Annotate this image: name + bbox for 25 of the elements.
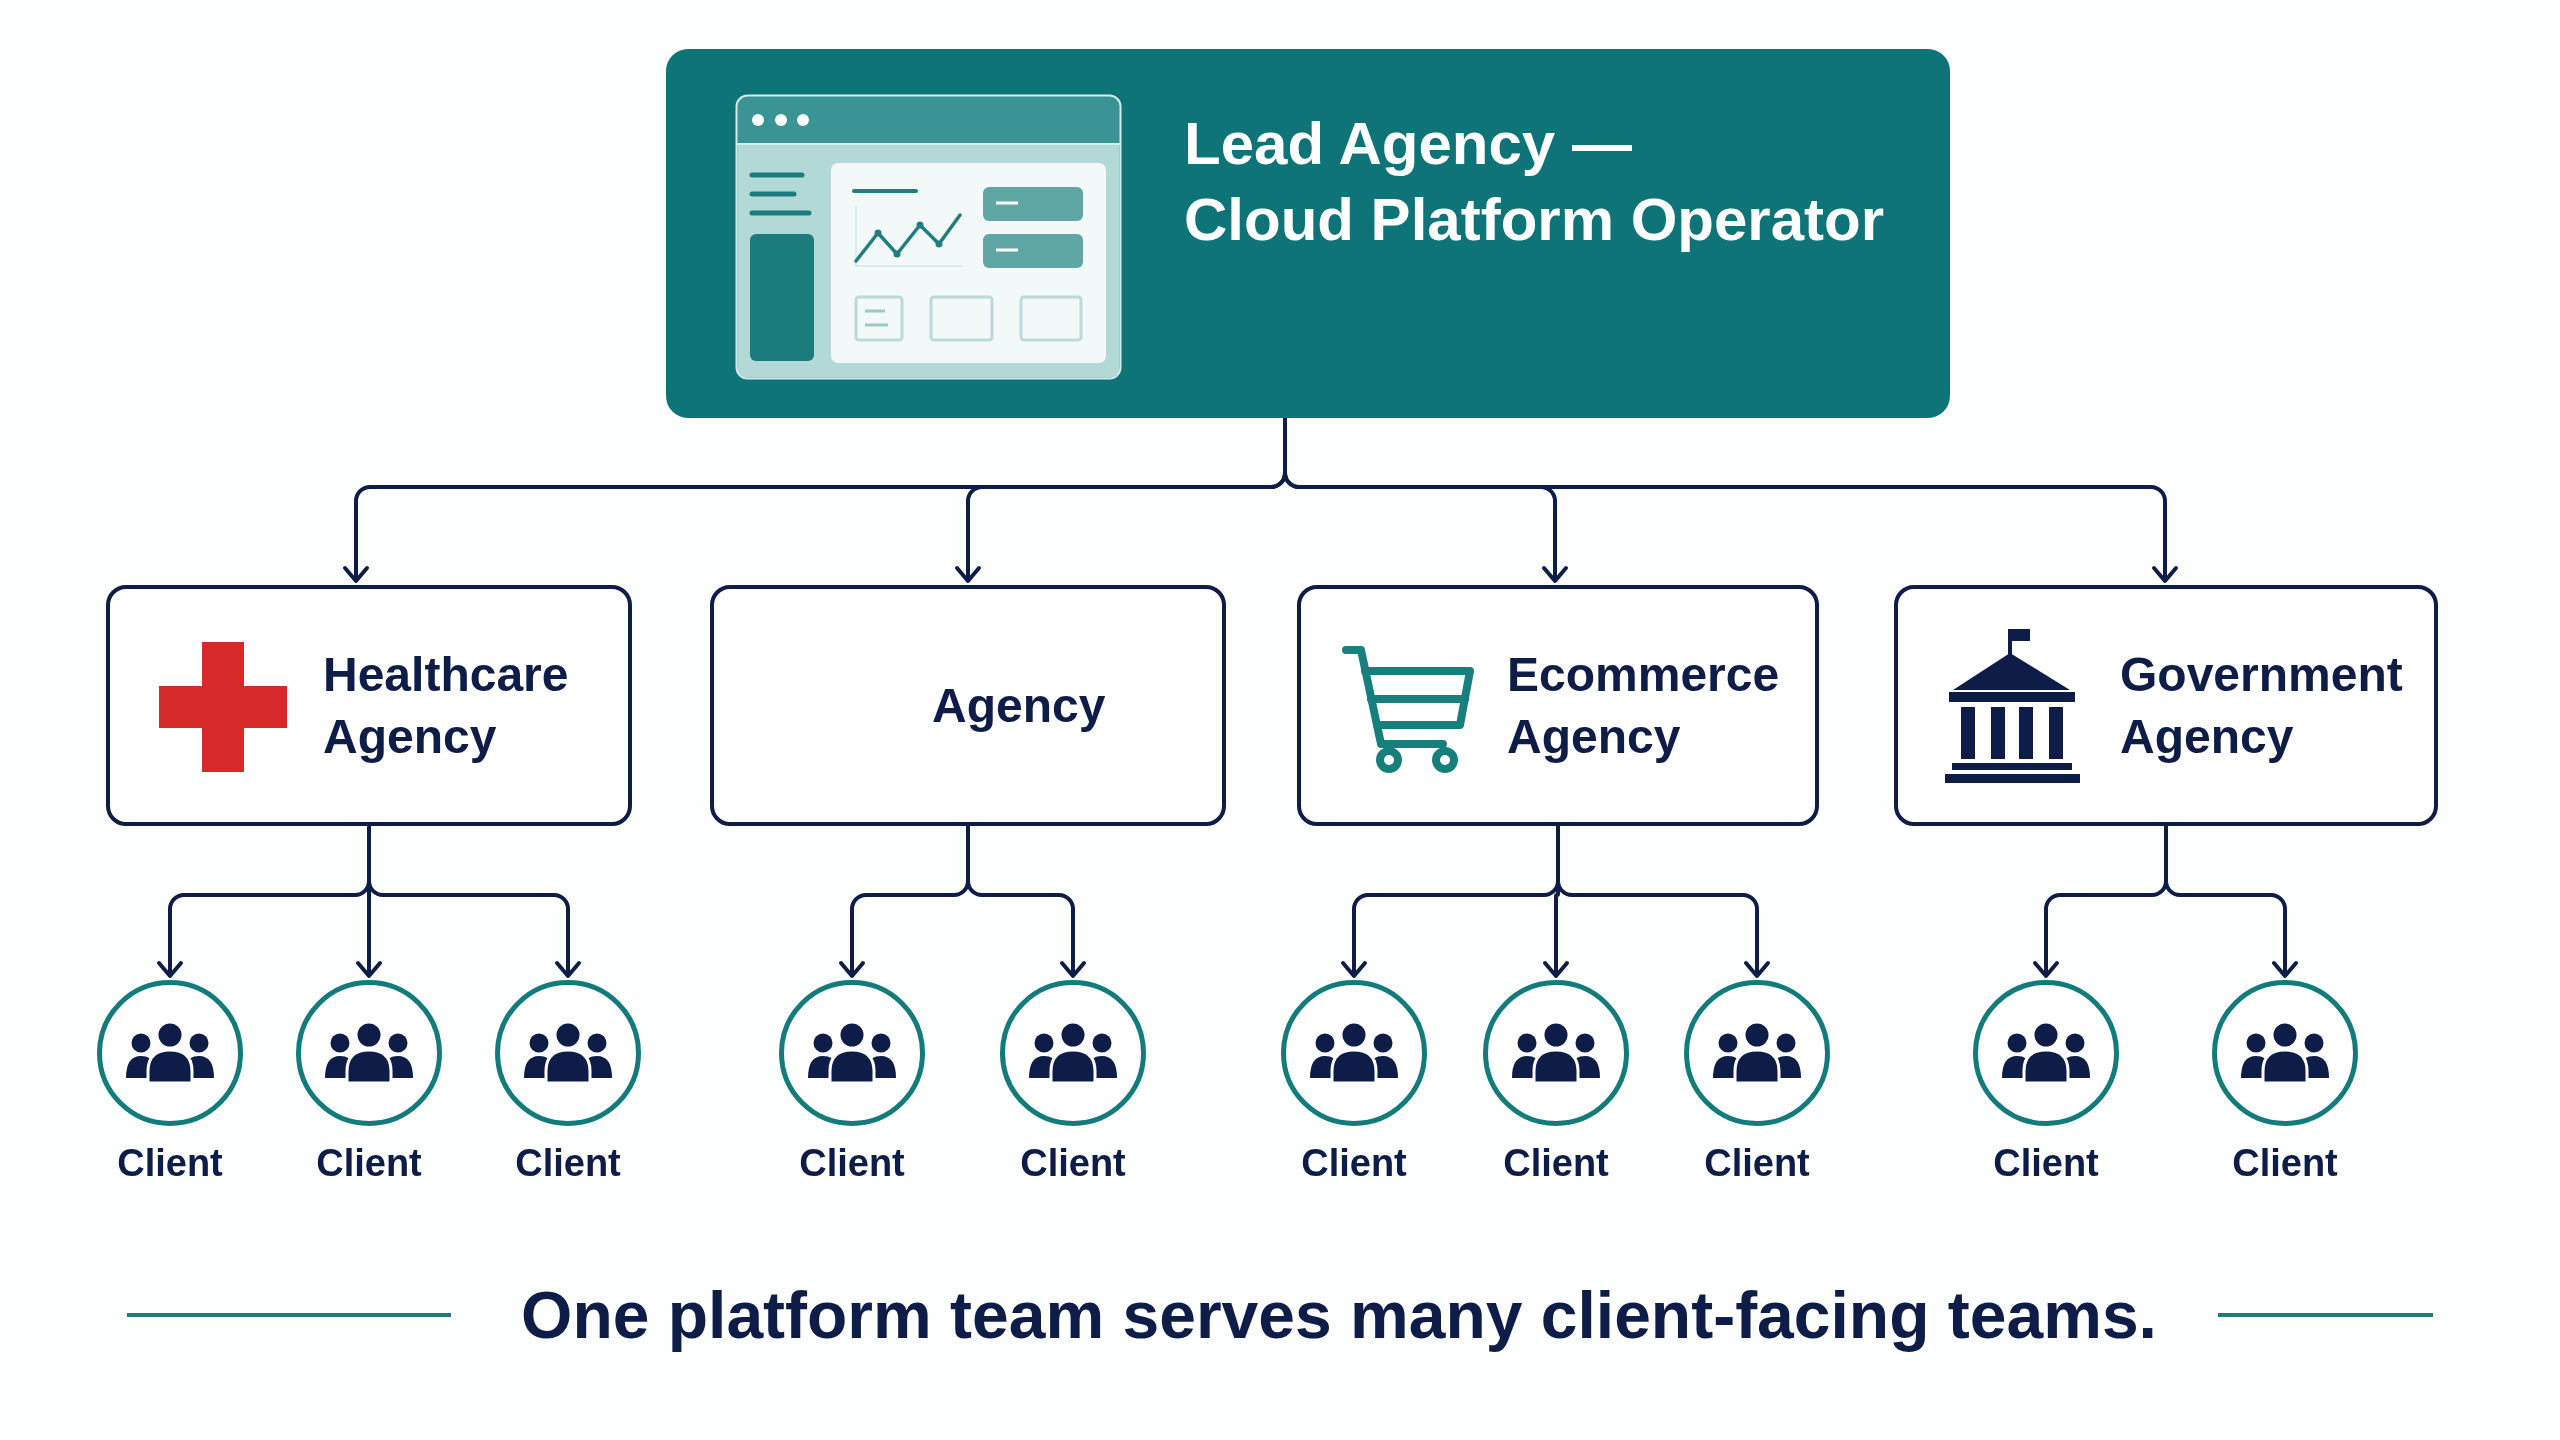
client-label: Client — [1993, 1141, 2099, 1185]
arrow — [1556, 826, 1770, 978]
agency-box — [1894, 585, 2438, 826]
client-label: Client — [316, 1141, 422, 1185]
caption: One platform team serves many client-facing teams. — [521, 1277, 2157, 1354]
client-label: Client — [799, 1141, 905, 1185]
platform-box — [666, 49, 1950, 418]
agency-box — [1297, 585, 1819, 826]
client-label: Client — [1301, 1141, 1407, 1185]
agency-label: Agency — [932, 677, 1106, 734]
agency-label: Healthcare Agency — [323, 646, 570, 765]
arrow — [966, 826, 1086, 978]
client-label: Client — [515, 1141, 621, 1185]
arrow — [2164, 826, 2298, 978]
client-label: Client — [117, 1141, 223, 1185]
client-label: Client — [1704, 1141, 1810, 1185]
arrow — [367, 826, 581, 978]
agency-label: Ecommerce Agency — [1507, 646, 1781, 765]
agency-label: Government Agency — [2120, 646, 2404, 765]
client-label: Client — [1503, 1141, 1609, 1185]
agency-box — [106, 585, 632, 826]
client-label: Client — [2232, 1141, 2338, 1185]
header-title: Lead Agency — Cloud Platform Operator — [1184, 109, 1885, 255]
client-label: Client — [1020, 1141, 1126, 1185]
agency-box — [710, 585, 1226, 826]
